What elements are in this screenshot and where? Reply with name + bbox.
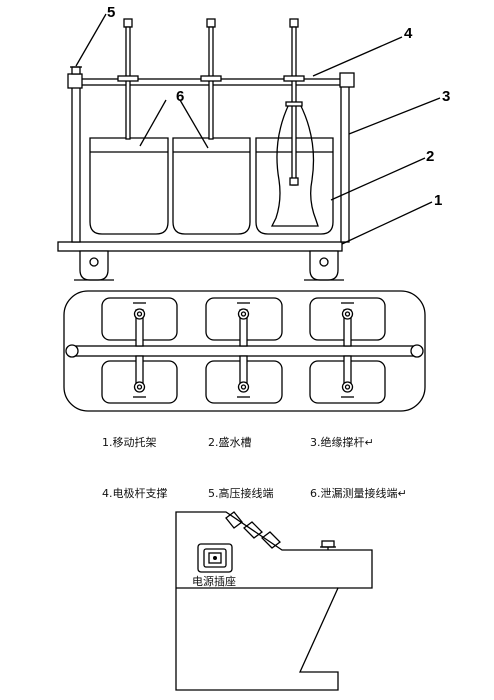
pillar-u3 — [341, 302, 354, 347]
side-view-body — [175, 511, 373, 691]
water-tank-2 — [172, 137, 251, 235]
mobile-bracket-base — [57, 241, 343, 252]
wheel-right — [304, 250, 344, 281]
high-voltage-terminal — [70, 66, 82, 75]
wheel-left — [74, 250, 114, 281]
top-view — [63, 290, 426, 412]
insulating-post-left — [71, 81, 81, 243]
legend-item-1: 1.移动托架 — [102, 435, 157, 449]
callout-1: 1 — [434, 192, 442, 209]
pillar-l2 — [237, 355, 250, 398]
legend-item-2: 2.盛水槽 — [208, 435, 252, 449]
sample-bottle — [270, 103, 319, 227]
corner-block-right — [339, 72, 355, 88]
callout-5: 5 — [107, 4, 115, 21]
front-view: 5 4 3 2 1 6 — [57, 4, 450, 281]
callout-2: 2 — [426, 148, 434, 165]
corner-block-left — [67, 73, 83, 89]
electrode-rod-3 — [270, 18, 319, 227]
electrode-rod-1 — [117, 18, 139, 140]
electrode-rod-2 — [200, 18, 222, 140]
water-tank-1 — [89, 137, 169, 235]
pillar-l1 — [133, 355, 146, 398]
legend-item-3: 3.绝缘撑杆↵ — [310, 435, 374, 449]
side-view: 电源插座 — [175, 511, 373, 691]
side-knob — [320, 540, 336, 550]
insulating-post-right — [340, 83, 350, 243]
pillar-u2 — [237, 302, 250, 347]
legend-item-6: 6.泄漏测量接线端↵ — [310, 486, 407, 500]
legend-item-4: 4.电极杆支撑 — [102, 486, 168, 500]
center-rail — [69, 345, 420, 357]
legend: 1.移动托架 2.盛水槽 3.绝缘撑杆↵ 4.电极杆支撑 5.高压接线端 6.泄… — [102, 435, 407, 500]
callout-3: 3 — [442, 88, 450, 105]
callout-4: 4 — [404, 25, 413, 42]
power-socket-label: 电源插座 — [192, 574, 236, 588]
callout-6: 6 — [176, 88, 184, 105]
leader-lines — [75, 13, 441, 245]
legend-item-5: 5.高压接线端 — [208, 486, 274, 500]
pillar-u1 — [133, 302, 146, 347]
pillar-l3 — [341, 355, 354, 398]
slot-marks — [225, 511, 281, 549]
power-socket-icon — [197, 543, 233, 573]
